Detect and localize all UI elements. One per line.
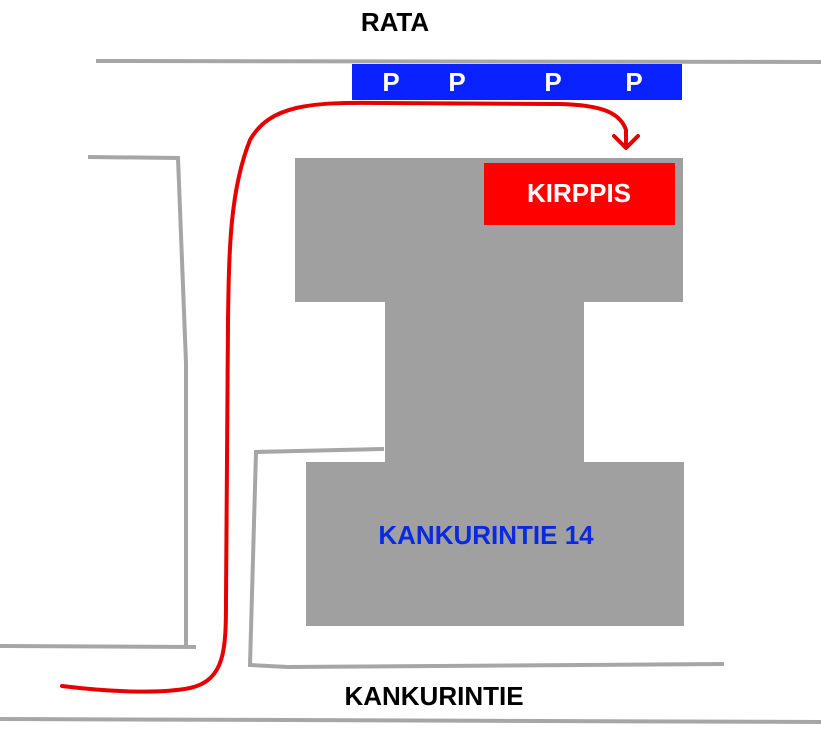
building <box>295 158 684 626</box>
plot-boundary-left <box>87 155 188 645</box>
parking-area <box>352 64 682 100</box>
destination-box <box>484 163 675 225</box>
parking-spot-1: P <box>382 67 399 97</box>
building-address-label: KANKURINTIE 14 <box>378 520 594 550</box>
rail-line <box>95 59 821 64</box>
parking-spot-2: P <box>448 67 465 97</box>
street-label: KANKURINTIE <box>344 681 523 711</box>
street-line <box>0 717 821 724</box>
rail-label: RATA <box>361 7 430 37</box>
parking-spot-4: P <box>625 67 642 97</box>
plot-boundary-bottom-left <box>0 644 197 649</box>
building-plot-boundary <box>247 447 725 670</box>
parking-spot-3: P <box>544 67 561 97</box>
route-arrowhead <box>612 134 640 150</box>
destination-label: KIRPPIS <box>527 178 631 208</box>
route-path <box>60 100 628 694</box>
